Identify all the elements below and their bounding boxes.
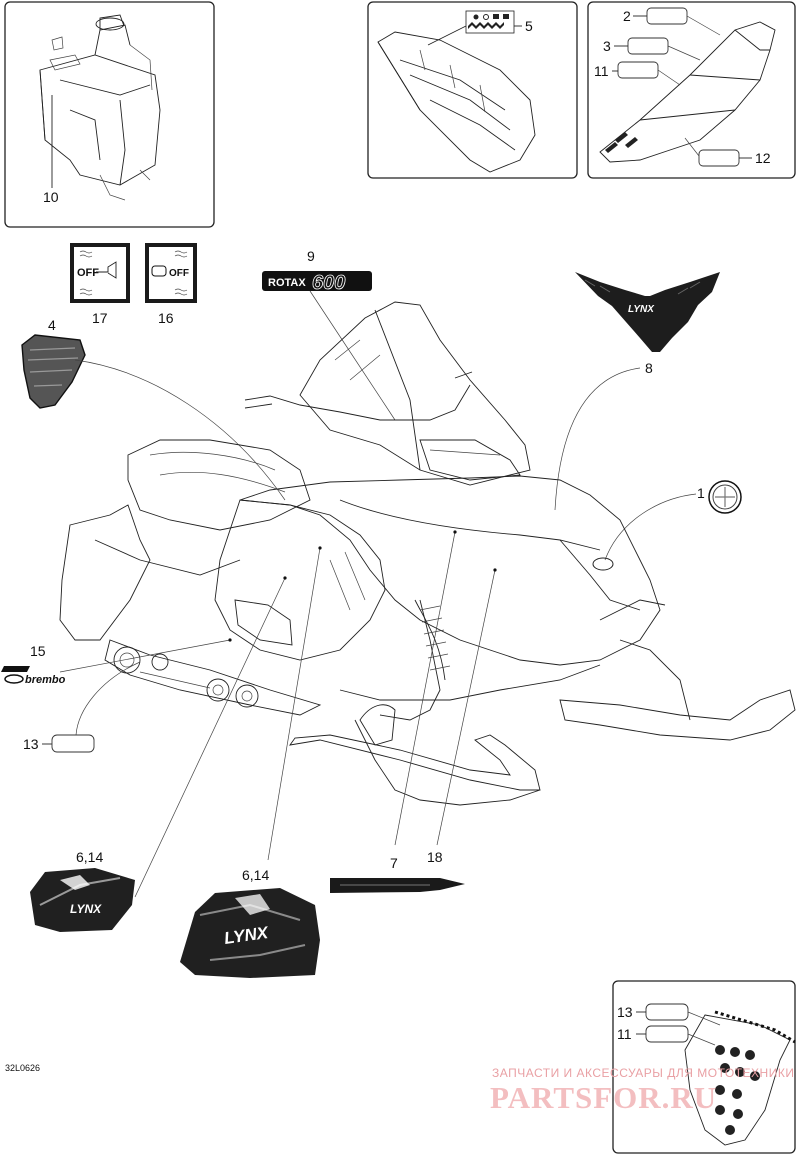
decal-17-switch: OFF 17 [70, 243, 130, 326]
diagram-code: 32L0626 [5, 1063, 40, 1073]
decal-16-switch: OFF 16 [145, 243, 197, 326]
watermark-brand: PARTSFOR.RU [490, 1080, 717, 1115]
callout-5: 5 [525, 18, 533, 34]
callout-9: 9 [307, 248, 315, 264]
rotax-word: ROTAX [268, 277, 306, 289]
callout-18: 18 [427, 849, 443, 865]
decal-6-14-small: 6,14 LYNX [30, 849, 135, 932]
decal-1-badge: 1 [604, 480, 742, 561]
decal-13-left: 13 [23, 734, 95, 753]
watermark: ЗАПЧАСТИ И АКСЕССУАРЫ ДЛЯ МОТОТЕХНИКИ PA… [490, 1066, 794, 1115]
callout-3: 3 [603, 38, 611, 54]
decal-15-brembo: 15 brembo [1, 643, 66, 686]
callout-11-right: 11 [617, 1026, 632, 1042]
callout-17: 17 [92, 310, 108, 326]
warning-label-decal [465, 10, 515, 34]
oil-tank-illustration [39, 14, 161, 201]
inset-seat: 5 [367, 1, 578, 179]
tunnel-illustration [599, 21, 776, 163]
lynx-wing-text: LYNX [628, 304, 655, 315]
decal-9-rotax: 9 ROTAX 600 [262, 248, 396, 421]
snowmobile-illustration [59, 301, 796, 898]
decal-8-lynx-wings: LYNX 8 [554, 272, 720, 511]
callout-16: 16 [158, 310, 174, 326]
decal-4-side: 4 [21, 317, 286, 501]
callout-10: 10 [43, 189, 59, 205]
decal-6-14-large: 6,14 LYNX [180, 867, 320, 978]
off-label-17: OFF [77, 267, 99, 279]
callout-1: 1 [697, 485, 705, 501]
callout-13-right: 13 [617, 1004, 633, 1020]
callout-2: 2 [623, 8, 631, 24]
callout-7: 7 [390, 855, 398, 871]
brembo-text: brembo [25, 674, 66, 686]
callout-6-14-center: 6,14 [242, 867, 269, 883]
callout-8: 8 [645, 360, 653, 376]
callout-6-14-left: 6,14 [76, 849, 103, 865]
seat-illustration [377, 31, 536, 173]
inset-oil-tank: 10 [4, 1, 215, 228]
rear-flap-dots [715, 1045, 760, 1135]
inset-tunnel: 2 3 11 12 [587, 1, 796, 179]
decal-7-stripe: 7 [330, 855, 465, 893]
callout-12: 12 [755, 150, 771, 166]
watermark-tagline: ЗАПЧАСТИ И АКСЕССУАРЫ ДЛЯ МОТОТЕХНИКИ [492, 1066, 794, 1080]
callout-15: 15 [30, 643, 46, 659]
callout-11-top: 11 [594, 63, 609, 79]
lynx-text-small: LYNX [70, 902, 102, 916]
callout-13-left: 13 [23, 736, 39, 752]
callout-4: 4 [48, 317, 56, 333]
rotax-model: 600 [312, 272, 345, 294]
bogey-wheels [113, 646, 259, 708]
inset-rear-flap: 13 11 [612, 980, 796, 1154]
off-label-16: OFF [169, 268, 189, 279]
